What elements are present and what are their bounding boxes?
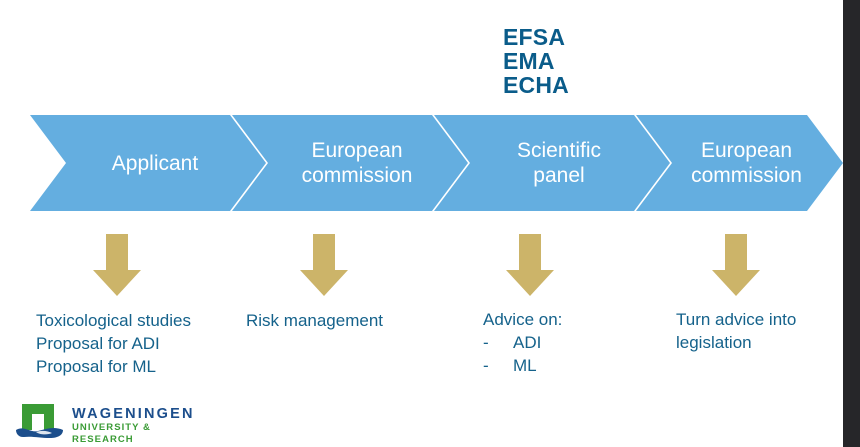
bullet-dash: -: [483, 333, 489, 352]
arrow-shaft: [313, 234, 335, 272]
caption-line: Proposal for ML: [36, 357, 156, 376]
european-commission-2-caption: Turn advice into legislation: [676, 308, 796, 354]
caption-line: legislation: [676, 333, 752, 352]
bullet-text: ML: [513, 356, 537, 375]
process-step-european-commission[interactable]: European commission: [232, 115, 468, 211]
logo-tagline: UNIVERSITY & RESEARCH: [72, 422, 151, 445]
caption-line: Toxicological studies: [36, 311, 191, 330]
agency-title-line-1: EFSA: [503, 24, 566, 50]
european-commission-caption: Risk management: [246, 309, 383, 332]
caption-bullet-item: - ADI: [483, 331, 562, 354]
wageningen-university-research-logo: WAGENINGEN UNIVERSITY & RESEARCH: [14, 400, 193, 445]
arrow-head: [506, 270, 554, 296]
down-arrow-icon: [300, 234, 348, 296]
arrow-head: [300, 270, 348, 296]
caption-line: Risk management: [246, 311, 384, 330]
applicant-caption: Toxicological studies Proposal for ADI P…: [36, 309, 191, 378]
process-step-label: Scientific panel: [516, 139, 602, 187]
logo-wordmark: WAGENINGEN: [72, 406, 195, 422]
down-arrow-icon: [93, 234, 141, 296]
agency-title-line-2: EMA: [503, 48, 555, 74]
process-step-label: European commission: [691, 139, 802, 187]
process-step-applicant[interactable]: Applicant: [30, 115, 266, 211]
scientific-panel-caption: Advice on: - ADI - ML: [483, 308, 562, 377]
caption-line: Advice on:: [483, 310, 563, 329]
arrow-shaft: [725, 234, 747, 272]
process-step-label: European commission: [301, 139, 413, 187]
bullet-text: ADI: [513, 333, 542, 352]
arrow-shaft: [519, 234, 541, 272]
down-arrow-icon: [712, 234, 760, 296]
process-step-scientific-panel[interactable]: Scientific panel: [434, 115, 670, 211]
wageningen-mark-icon: [16, 404, 63, 438]
caption-line: Proposal for ADI: [36, 334, 160, 353]
agency-title-line-3: ECHA: [503, 72, 569, 98]
logo-text-block: WAGENINGEN UNIVERSITY & RESEARCH: [72, 406, 195, 446]
process-step-label: Applicant: [111, 151, 199, 175]
bullet-dash: -: [483, 356, 489, 375]
right-edge-strip: [843, 0, 860, 447]
process-flow-chevrons: Applicant European commission Scientific…: [0, 115, 860, 211]
arrow-shaft: [106, 234, 128, 272]
arrow-head: [93, 270, 141, 296]
caption-bullet-item: - ML: [483, 354, 562, 377]
caption-line: Turn advice into: [676, 310, 797, 329]
arrow-head: [712, 270, 760, 296]
agency-title-block: EFSA EMA ECHA: [503, 26, 743, 98]
down-arrow-icon: [506, 234, 554, 296]
